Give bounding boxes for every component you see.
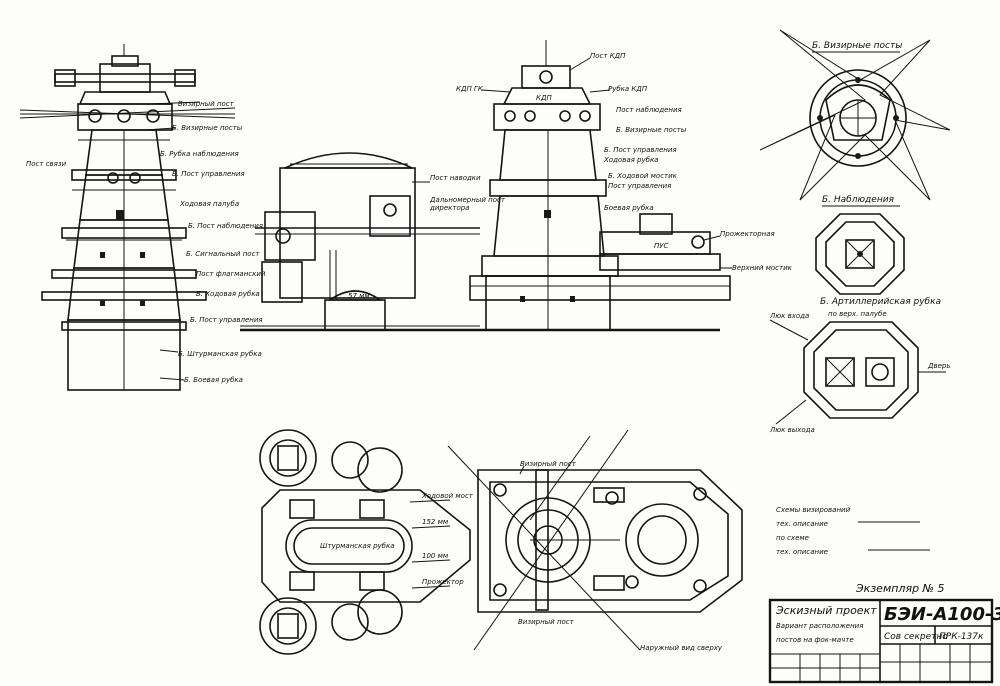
label-mast-r-12: Верхний мостик (732, 264, 793, 272)
copy-label: Экземпляр № 5 (855, 582, 945, 595)
superstructure-elevation: 57 мм Пост наводки Дальномерный пост дир… (240, 152, 720, 332)
deck-plan: Штурманская рубка Ходовой мост 152 мм 10… (259, 429, 743, 655)
label-mast-r-2: КДП ГК (456, 85, 484, 93)
label-deck-7: Визирный пост (518, 618, 575, 626)
label-left-13: Б. Боевая рубка (184, 376, 243, 384)
label-pedestal: 57 мм (348, 292, 370, 300)
label-left-12: Б. Штурманская рубка (178, 350, 262, 358)
title-block: Экземпляр № 5 Эскизный проект Вариант ра… (768, 582, 1000, 684)
note-1: Схемы визирований (776, 506, 851, 514)
label-mast-r-11: Прожекторная (720, 230, 775, 238)
note-4: тех. описание (776, 548, 828, 556)
label-mast-r-7: Ходовая рубка (603, 156, 658, 164)
note-3: по схеме (776, 534, 809, 542)
label-mast-r-8: Б. Ходовой мостик (608, 172, 678, 180)
label-deck-4: 100 мм (422, 552, 449, 560)
label-mast-r-6: Б. Пост управления (604, 146, 677, 154)
label-mast-r-5: Б. Визирные посты (616, 126, 687, 134)
label-center-3: директора (429, 204, 469, 212)
sheet-code: ПРК-137к (939, 632, 984, 642)
project-title: Эскизный проект (775, 604, 877, 617)
label-pus: ПУС (654, 242, 669, 250)
view-c-subtitle: по верх. палубе (828, 310, 887, 318)
mast-elevation-left: Визирный пост Б. Визирные посты Б. Рубка… (19, 44, 266, 391)
label-kdp: КДП (536, 94, 552, 102)
label-left-5: Б. Пост управления (172, 170, 245, 178)
label-deck-3: 152 мм (422, 518, 449, 526)
secrecy-stamp: Сов секретно (884, 632, 948, 642)
label-left-7: Б. Пост наблюдения (188, 222, 263, 230)
notes-block: Схемы визирований тех. описание по схеме… (776, 506, 930, 556)
label-left-6: Ходовая палуба (179, 200, 239, 208)
project-subtitle-1: Вариант расположения (776, 622, 863, 630)
label-left-9: Пост флагманский (196, 270, 266, 278)
label-left-3: Б. Рубка наблюдения (160, 150, 239, 158)
mast-elevation-right: ПУС КДП Пост КДП КДП ГК Рубка КДП Пост н… (456, 40, 793, 331)
observation-post-plan: Б. Наблюдения (815, 195, 905, 295)
label-deck-2: Ходовой мост (421, 492, 474, 500)
artillery-cabin-plan: Б. Артиллерийская рубка по верх. палубе … (769, 297, 950, 434)
view-c-title: Б. Артиллерийская рубка (820, 297, 941, 307)
label-center-1: Пост наводки (430, 174, 481, 182)
label-mast-r-9: Пост управления (608, 182, 671, 190)
label-left-1: Визирный пост (178, 100, 235, 108)
label-mast-r-10: Боевая рубка (604, 204, 654, 212)
label-left-2: Б. Визирные посты (172, 124, 243, 132)
label-deck-5: Прожектор (422, 578, 464, 586)
label-deck-6: Визирный пост (520, 460, 577, 468)
drawing-number: БЭИ-А100-354 (884, 604, 1000, 625)
project-subtitle-2: постов на фок-мачте (776, 636, 854, 644)
label-art-3: Люк выхода (769, 426, 815, 434)
label-deck-8: Наружный вид сверху (640, 644, 723, 652)
label-mast-r-1: Пост КДП (590, 52, 626, 60)
label-art-2: Дверь (927, 362, 950, 370)
label-art-1: Люк входа (769, 312, 809, 320)
label-mast-r-4: Пост наблюдения (616, 106, 682, 114)
label-left-4: Пост связи (26, 160, 67, 168)
label-left-8: Б. Сигнальный пост (186, 250, 260, 258)
label-center-2: Дальномерный пост (429, 196, 506, 204)
label-left-10: Б. Ходовая рубка (196, 290, 260, 298)
visor-post-plan: Б. Визирные посты (759, 29, 951, 201)
view-a-title: Б. Визирные посты (812, 41, 902, 51)
label-deck-1: Штурманская рубка (320, 542, 395, 550)
label-left-11: Б. Пост управления (190, 316, 263, 324)
label-mast-r-3: Рубка КДП (608, 85, 648, 93)
view-b-title: Б. Наблюдения (822, 195, 895, 205)
note-2: тех. описание (776, 520, 828, 528)
